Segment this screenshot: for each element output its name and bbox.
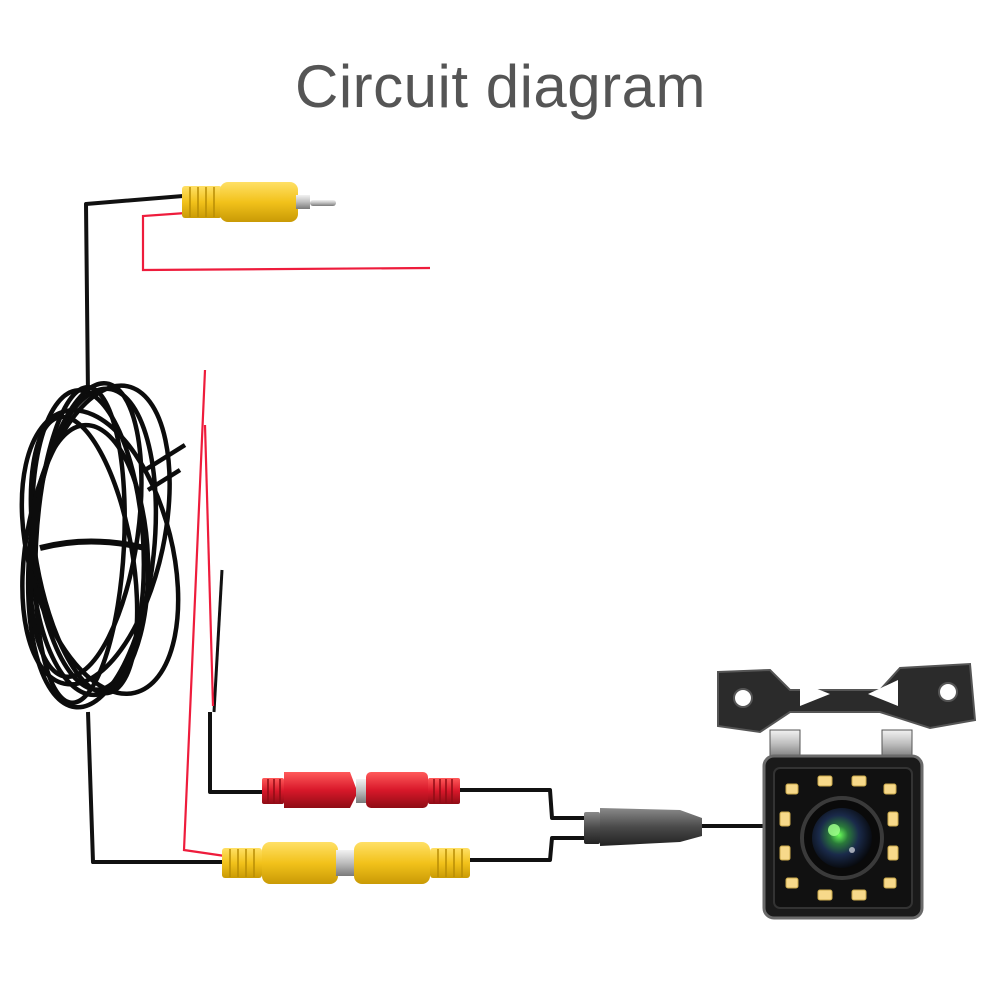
- rca-coupler: [222, 842, 470, 884]
- black-wire-main: [84, 194, 768, 864]
- camera-bracket: [717, 662, 977, 734]
- led-ring: [779, 775, 899, 901]
- power-wire-tail: [212, 569, 224, 713]
- backup-camera: [717, 662, 977, 920]
- power-connector-pair: [262, 772, 460, 808]
- camera-lens: [812, 808, 872, 868]
- rca-plug-top: [182, 182, 336, 222]
- camera-junction: [584, 808, 702, 846]
- red-trigger-wire: [141, 211, 431, 858]
- extension-cable-coil: [19, 381, 187, 710]
- page-title: Circuit diagram: [295, 53, 706, 120]
